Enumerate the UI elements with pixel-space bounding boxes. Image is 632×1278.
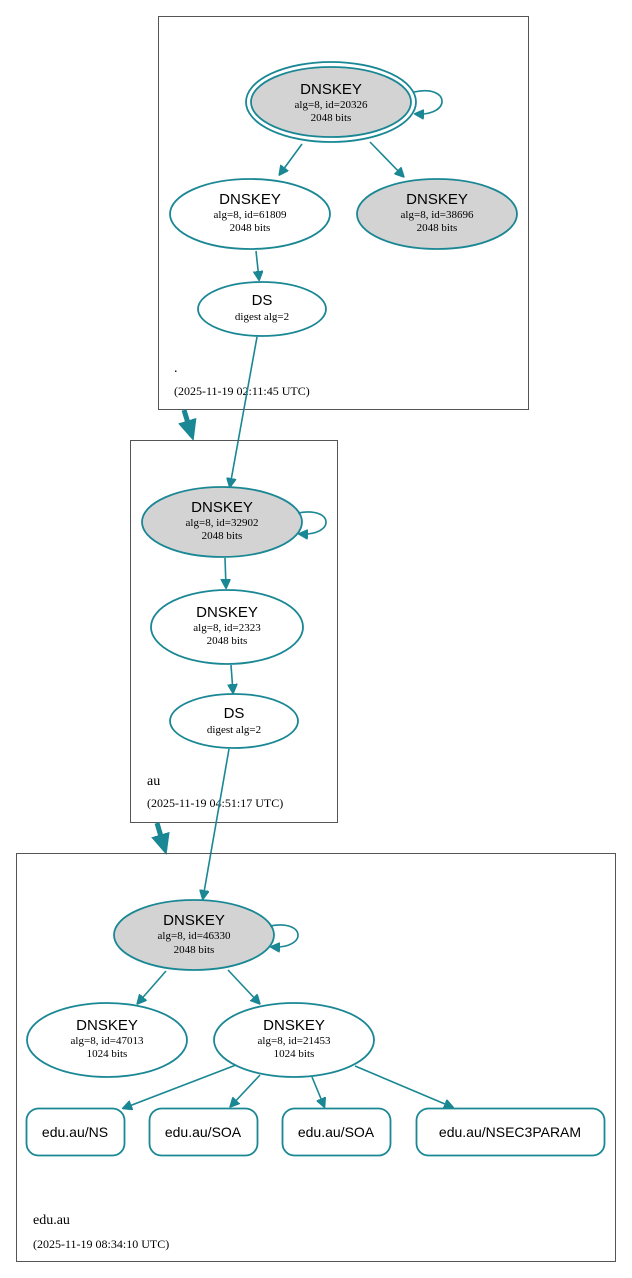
dnskey-type-label: DNSKEY — [263, 1017, 325, 1034]
dnskey-alg-id: alg=8, id=47013 — [71, 1035, 144, 1047]
zone-root: DNSKEY alg=8, id=20326 2048 bits DNSKEY … — [158, 16, 529, 410]
ds-type-label: DS — [252, 292, 273, 309]
dnskey-type-label: DNSKEY — [219, 191, 281, 208]
zone-root-border — [158, 16, 529, 410]
zone-timestamp: (2025-11-19 08:34:10 UTC) — [33, 1237, 169, 1251]
dnskey-node-au-zsk[interactable]: DNSKEY alg=8, id=2323 2048 bits — [150, 589, 304, 665]
edge-edu-ksk-to-zsk-47013 — [138, 970, 167, 1003]
edge-edu-ksk-to-zsk-21453 — [227, 969, 259, 1003]
zone-edu-au-border — [16, 853, 616, 1262]
dnskey-shape — [150, 589, 304, 665]
dnskey-key-size: 2048 bits — [202, 530, 243, 542]
zone-au: DNSKEY alg=8, id=32902 2048 bits DNSKEY … — [130, 440, 338, 823]
dnskey-shape — [213, 1002, 375, 1078]
self-sign-edge — [414, 89, 443, 114]
dnskey-alg-id: alg=8, id=38696 — [401, 209, 474, 221]
dnskey-node-root-zsk[interactable]: DNSKEY alg=8, id=61809 2048 bits — [169, 178, 331, 250]
dnskey-type-label: DNSKEY — [196, 604, 258, 621]
zone-timestamp: (2025-11-19 02:11:45 UTC) — [174, 384, 310, 398]
ds-digest-alg: digest alg=2 — [235, 311, 289, 323]
edge-zsk-to-nsec3param — [354, 1065, 452, 1107]
zone-name: au — [147, 774, 160, 789]
dnskey-shape — [141, 486, 303, 558]
dnskey-key-size: 2048 bits — [230, 222, 271, 234]
edge-root-zsk-to-ds — [256, 250, 259, 279]
dnskey-alg-id: alg=8, id=21453 — [258, 1035, 331, 1047]
dnskey-node-au-ksk[interactable]: DNSKEY alg=8, id=32902 2048 bits — [141, 486, 303, 558]
edge-root-ksk-to-ksk2 — [369, 141, 403, 176]
delegation-arrow-au-to-edu-au — [157, 822, 165, 850]
dnskey-key-size: 2048 bits — [311, 112, 352, 124]
dnskey-alg-id: alg=8, id=32902 — [186, 517, 259, 529]
dnskey-node-root-ksk[interactable]: DNSKEY alg=8, id=20326 2048 bits — [245, 61, 417, 143]
dnskey-key-size: 1024 bits — [87, 1048, 128, 1060]
dnskey-node-root-ksk2[interactable]: DNSKEY alg=8, id=38696 2048 bits — [356, 178, 518, 250]
dnskey-shape — [250, 66, 412, 138]
edge-zsk-to-soa-2 — [311, 1076, 324, 1106]
rrset-soa-1[interactable]: edu.au/SOA — [148, 1107, 259, 1157]
ds-digest-alg: digest alg=2 — [207, 724, 261, 736]
rrset-shape — [415, 1107, 606, 1157]
edge-zsk-to-soa-1 — [231, 1074, 261, 1106]
dnskey-alg-id: alg=8, id=61809 — [214, 209, 287, 221]
ds-shape — [169, 693, 299, 749]
edge-ds-to-au-ksk — [230, 336, 258, 486]
edge-root-ksk-to-zsk — [280, 143, 303, 174]
ds-node-edu-au[interactable]: DS digest alg=2 — [169, 693, 299, 749]
dnskey-type-label: DNSKEY — [406, 191, 468, 208]
dnskey-shape — [26, 1002, 188, 1078]
dnskey-type-label: DNSKEY — [76, 1017, 138, 1034]
ds-node-au[interactable]: DS digest alg=2 — [197, 281, 327, 337]
self-sign-edge — [270, 924, 299, 947]
dnskey-shape — [169, 178, 331, 250]
dnskey-type-label: DNSKEY — [191, 499, 253, 516]
dnskey-key-size: 2048 bits — [207, 635, 248, 647]
dnskey-type-label: DNSKEY — [300, 81, 362, 98]
dnskey-shape — [356, 178, 518, 250]
edge-au-ksk-to-zsk — [225, 557, 226, 587]
zone-timestamp: (2025-11-19 04:51:17 UTC) — [147, 796, 283, 810]
rrset-ns[interactable]: edu.au/NS — [25, 1107, 126, 1157]
dnskey-key-size: 2048 bits — [417, 222, 458, 234]
dnskey-alg-id: alg=8, id=20326 — [295, 99, 368, 111]
ds-type-label: DS — [224, 705, 245, 722]
dnskey-key-size: 2048 bits — [174, 944, 215, 956]
rrset-shape — [25, 1107, 126, 1157]
dnskey-shape — [113, 899, 275, 971]
rrset-label: edu.au/NSEC3PARAM — [439, 1124, 581, 1140]
rrset-soa-2[interactable]: edu.au/SOA — [281, 1107, 392, 1157]
dnskey-node-edu-au-ksk[interactable]: DNSKEY alg=8, id=46330 2048 bits — [113, 899, 275, 971]
rrset-nsec3param[interactable]: edu.au/NSEC3PARAM — [415, 1107, 606, 1157]
rrset-label: edu.au/SOA — [298, 1124, 375, 1140]
edge-ds-to-edu-au-ksk — [203, 748, 230, 898]
zone-edu-au: DNSKEY alg=8, id=46330 2048 bits DNSKEY … — [16, 853, 616, 1262]
rrset-shape — [148, 1107, 259, 1157]
dnskey-alg-id: alg=8, id=2323 — [193, 622, 261, 634]
zone-name: edu.au — [33, 1213, 70, 1228]
rrset-label: edu.au/NS — [42, 1124, 108, 1140]
rrset-label: edu.au/SOA — [165, 1124, 242, 1140]
edge-au-zsk-to-ds — [231, 664, 233, 692]
dnskey-alg-id: alg=8, id=46330 — [158, 930, 231, 942]
self-sign-edge — [298, 511, 327, 534]
dnskey-type-label: DNSKEY — [163, 912, 225, 929]
zone-au-border — [130, 440, 338, 823]
dnskey-node-edu-au-zsk-47013[interactable]: DNSKEY alg=8, id=47013 1024 bits — [26, 1002, 188, 1078]
rrset-shape — [281, 1107, 392, 1157]
edge-zsk-to-ns — [124, 1064, 237, 1108]
delegation-arrow-root-to-au — [184, 409, 192, 436]
dnskey-key-size: 1024 bits — [274, 1048, 315, 1060]
zone-name: . — [174, 361, 178, 376]
ds-shape — [197, 281, 327, 337]
dnskey-node-edu-au-zsk-21453[interactable]: DNSKEY alg=8, id=21453 1024 bits — [213, 1002, 375, 1078]
